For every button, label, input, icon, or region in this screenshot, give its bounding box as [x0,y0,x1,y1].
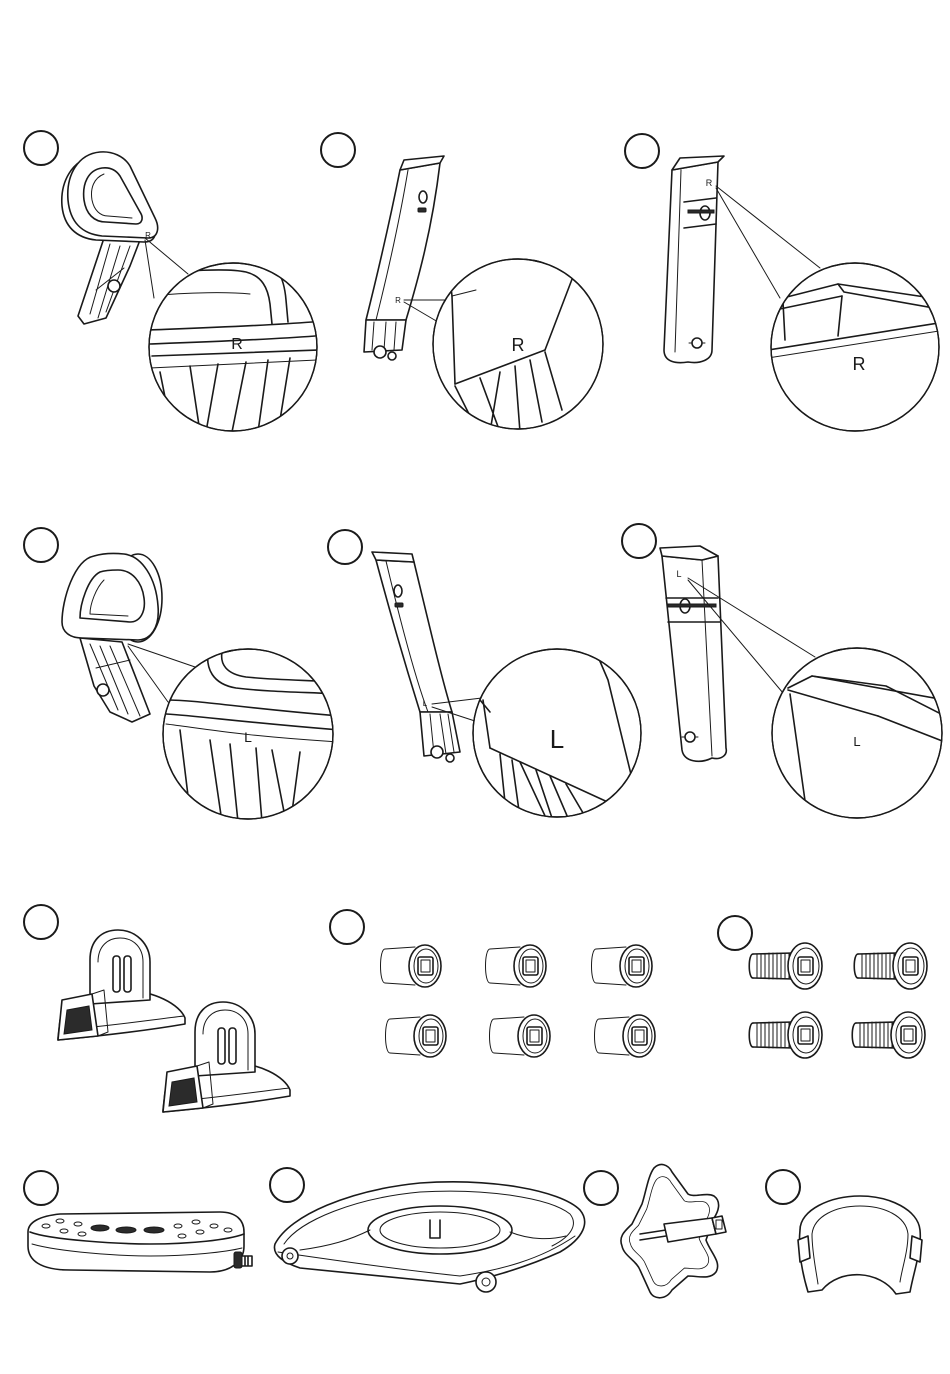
part-number-circle [330,910,364,944]
zoom-mark: R [853,354,866,374]
part-number-circle [24,528,58,562]
handle-pivot [97,684,109,696]
part-number-circle [24,131,58,165]
zoom-mark: L [550,724,564,754]
side-mark: L [423,699,428,708]
part-number-circle [24,905,58,939]
part-number-circle [328,530,362,564]
side-mark: L [676,569,681,579]
part-number-circle [24,1171,58,1205]
tube-bottom-hole [685,732,695,742]
tube-opening [372,552,414,562]
zoom-mark: L [244,729,252,745]
zoom-mark: R [231,336,243,353]
ring-piece-tab [910,1236,922,1262]
handle-pivot [108,280,120,292]
zoom-circle [772,648,942,818]
part-number-circle [625,134,659,168]
side-mark: R [706,178,713,188]
tube-hole [394,585,402,597]
ring-piece-tab [798,1236,810,1262]
footrest [28,1212,252,1272]
seat-wheel [476,1272,496,1292]
part-number-circle [766,1170,800,1204]
zoom-detail-front-tube-left: L [473,649,641,818]
seat-wheel [282,1248,298,1264]
side-mark: R [395,296,401,305]
part-number-circle [321,133,355,167]
tube-slot [418,208,426,212]
zoom-mark: L [853,734,860,749]
part-number-circle [584,1171,618,1205]
tube-bolt [446,754,454,762]
tube-bolt [431,746,443,758]
tube-bolt [374,346,386,358]
footrest-board [28,1212,244,1272]
part-number-circle [270,1168,304,1202]
tube-slot [395,603,403,607]
tube-slot [688,210,714,213]
part-number-circle [718,916,752,950]
tube-bolt [388,352,396,360]
zoom-mark: R [512,335,525,355]
zoom-circle [771,263,939,431]
tube-bottom-hole [692,338,702,348]
tube-hole [419,191,427,203]
tube-body [664,162,718,363]
footrest-end-cap [234,1252,242,1268]
part-number-circle [622,524,656,558]
